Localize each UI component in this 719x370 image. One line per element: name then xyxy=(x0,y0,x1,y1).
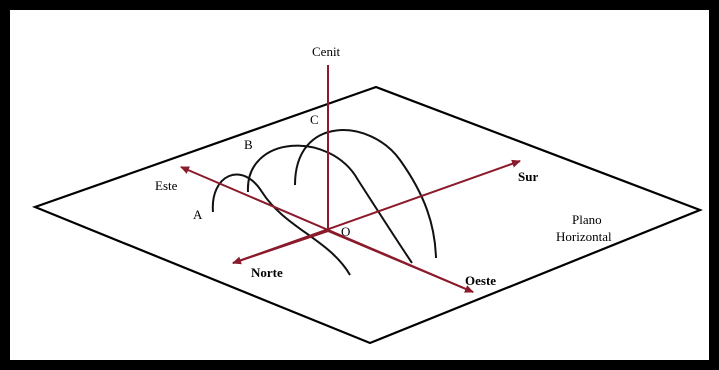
path-a-label: A xyxy=(193,207,203,222)
south-label: Sur xyxy=(518,169,538,184)
east-label: Este xyxy=(155,178,178,193)
path-c-label: C xyxy=(310,112,319,127)
north-label: Norte xyxy=(251,265,283,280)
west-label: Oeste xyxy=(465,273,496,288)
plane-label-line2: Horizontal xyxy=(556,229,612,244)
origin-label: O xyxy=(341,224,350,239)
north-arrow xyxy=(232,230,329,265)
zenith-label: Cenit xyxy=(312,44,341,59)
path-b-label: B xyxy=(244,137,253,152)
plane-label-line1: Plano xyxy=(572,212,602,227)
west-arrow xyxy=(327,230,474,293)
sun-path-c xyxy=(294,129,437,259)
sun-path-b xyxy=(246,144,413,264)
horizontal-plane xyxy=(31,85,704,345)
